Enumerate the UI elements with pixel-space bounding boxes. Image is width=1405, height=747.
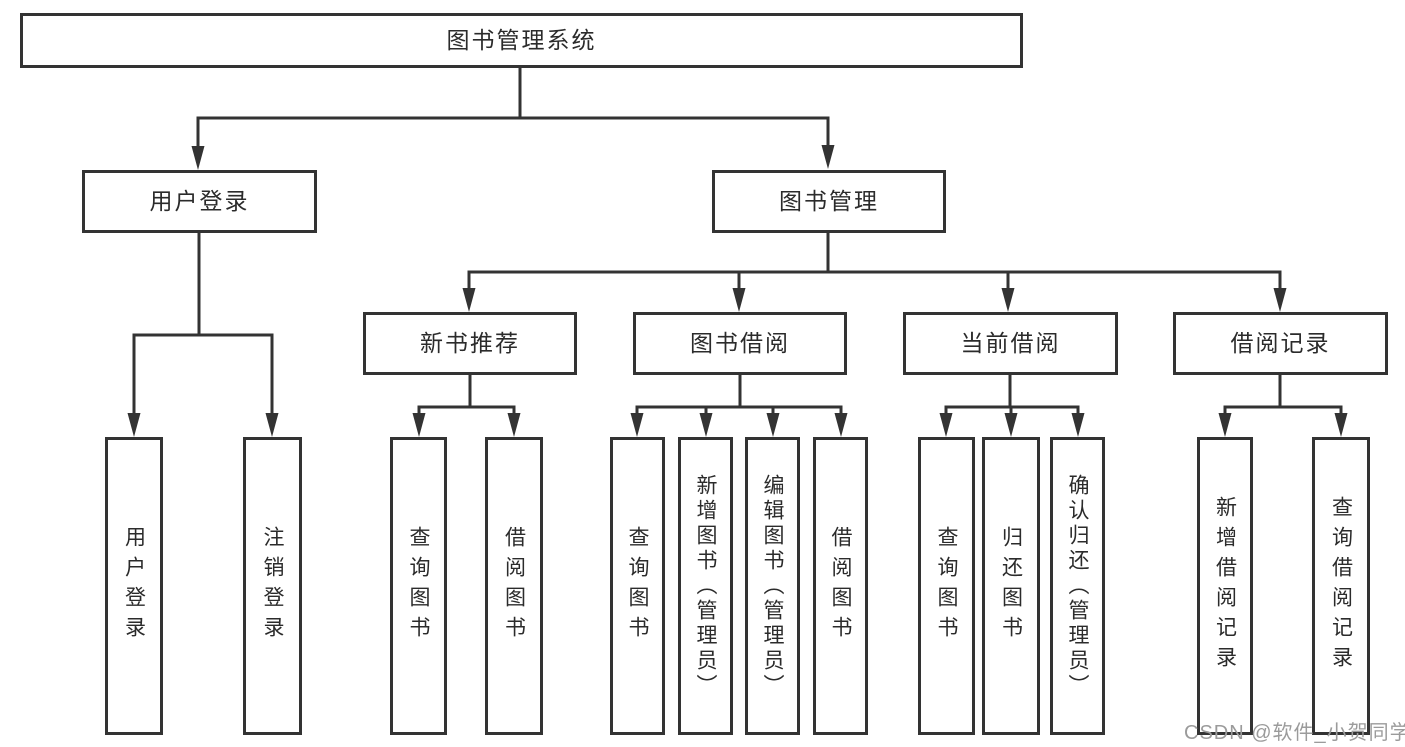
leaf-label: 查询图书	[407, 526, 430, 646]
node-book-borrow: 图书借阅	[633, 312, 847, 375]
leaf-return-book: 归还图书	[982, 437, 1040, 735]
leaf-add-book-admin: 新增图书（管理员）	[678, 437, 733, 735]
leaf-add-borrow-record: 新增借阅记录	[1197, 437, 1253, 735]
leaf-label: 确认归还（管理员）	[1066, 473, 1089, 699]
leaf-query-books-recommend: 查询图书	[390, 437, 447, 735]
leaf-confirm-return-admin: 确认归还（管理员）	[1050, 437, 1105, 735]
node-borrow-records: 借阅记录	[1173, 312, 1388, 375]
node-book-management: 图书管理	[712, 170, 946, 233]
leaf-label: 新增图书（管理员）	[694, 473, 717, 699]
leaf-label: 归还图书	[999, 526, 1023, 646]
leaf-logout: 注销登录	[243, 437, 302, 735]
leaf-label: 查询借阅记录	[1329, 496, 1353, 676]
leaf-user-login: 用户登录	[105, 437, 163, 735]
leaf-borrow-books-recommend: 借阅图书	[485, 437, 543, 735]
node-new-book-recommend: 新书推荐	[363, 312, 577, 375]
leaf-label: 编辑图书（管理员）	[761, 473, 784, 699]
leaf-label: 借阅图书	[502, 526, 526, 646]
node-root-system: 图书管理系统	[20, 13, 1023, 68]
leaf-label: 注销登录	[261, 526, 284, 646]
arrowheads	[127, 145, 1348, 437]
leaf-query-books-current: 查询图书	[918, 437, 975, 735]
node-current-borrow: 当前借阅	[903, 312, 1118, 375]
leaf-query-books-borrow: 查询图书	[610, 437, 665, 735]
leaf-label: 查询图书	[626, 526, 649, 646]
leaf-borrow-books: 借阅图书	[813, 437, 868, 735]
node-user-login: 用户登录	[82, 170, 317, 233]
leaf-label: 借阅图书	[829, 526, 852, 646]
leaf-label: 查询图书	[935, 526, 958, 646]
csdn-watermark: CSDN @软件_小贺同学	[1184, 722, 1405, 744]
leaf-edit-book-admin: 编辑图书（管理员）	[745, 437, 800, 735]
leaf-query-borrow-record: 查询借阅记录	[1312, 437, 1370, 735]
leaf-label: 新增借阅记录	[1213, 496, 1237, 676]
leaf-label: 用户登录	[122, 526, 146, 646]
tree-edges	[132, 68, 1343, 416]
